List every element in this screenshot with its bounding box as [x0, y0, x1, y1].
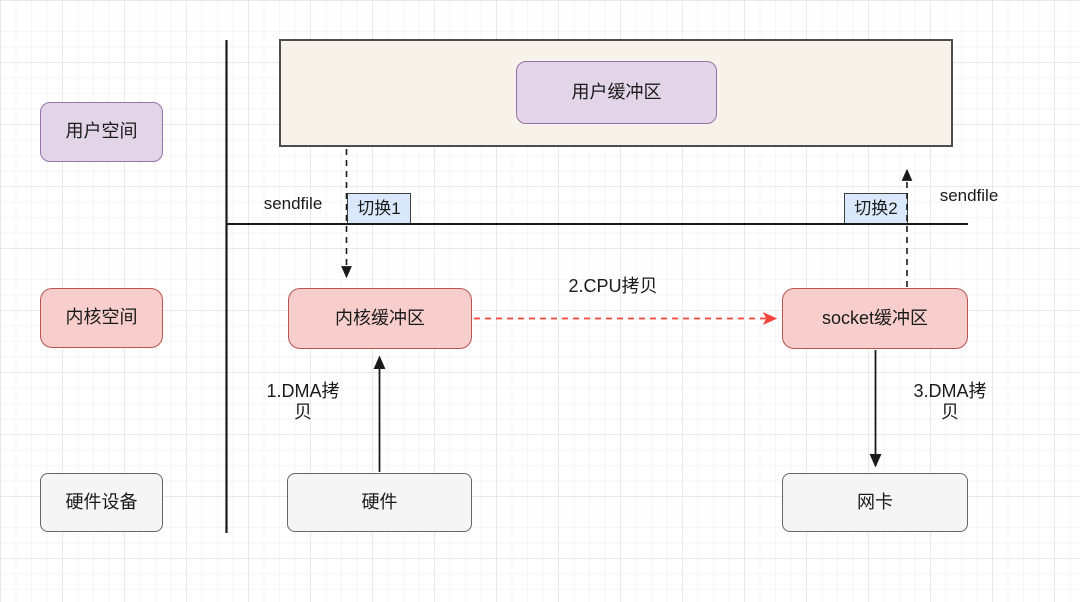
node-hardware-text: 硬件 [361, 491, 398, 512]
node-kernel-buffer-text: 内核缓冲区 [335, 307, 425, 328]
lane-label-kernel-space-text: 内核空间 [65, 307, 138, 328]
node-user-buffer: 用户缓冲区 [516, 61, 717, 124]
node-context-switch-2-text: 切换2 [854, 198, 898, 218]
sendfile-return-label: sendfile [939, 186, 999, 205]
lane-label-user-space-text: 用户空间 [65, 121, 138, 142]
node-socket-buffer-text: socket缓冲区 [821, 307, 929, 328]
node-context-switch-1-text: 切换1 [357, 198, 401, 218]
node-user-buffer-text: 用户缓冲区 [571, 81, 662, 102]
node-context-switch-2: 切换2 [844, 193, 908, 225]
cpu-copy-label: 2.CPU拷贝 [568, 276, 658, 296]
node-kernel-buffer: 内核缓冲区 [288, 288, 472, 349]
dma-copy-1-label: 1.DMA拷 贝 [266, 381, 340, 423]
node-hardware: 硬件 [287, 473, 472, 532]
sendfile-call-label: sendfile [263, 194, 323, 213]
lane-label-hardware-device: 硬件设备 [40, 473, 163, 532]
node-nic: 网卡 [782, 473, 968, 532]
lane-label-kernel-space: 内核空间 [40, 288, 163, 348]
dma-copy-3-label: 3.DMA拷 贝 [913, 381, 987, 423]
lane-label-user-space: 用户空间 [40, 102, 163, 162]
node-nic-text: 网卡 [857, 491, 893, 512]
node-context-switch-1: 切换1 [347, 193, 411, 225]
lane-label-hardware-device-text: 硬件设备 [65, 491, 138, 512]
node-socket-buffer: socket缓冲区 [782, 288, 968, 349]
